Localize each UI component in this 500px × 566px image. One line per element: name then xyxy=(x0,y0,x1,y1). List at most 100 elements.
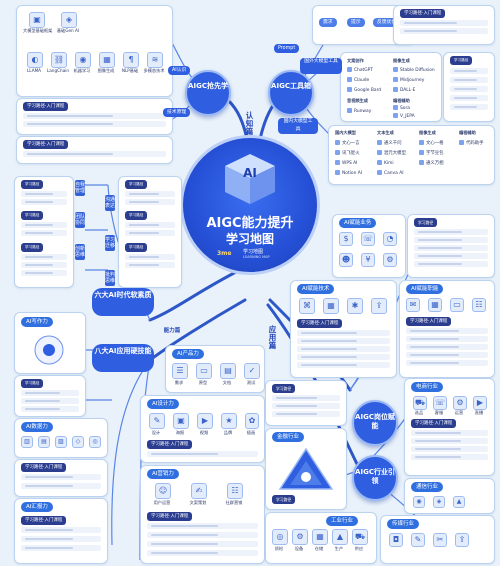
map-subtitle: 学习地图 xyxy=(225,232,274,246)
course-row[interactable] xyxy=(21,545,101,551)
tool-bard[interactable]: Google Bard xyxy=(347,87,381,94)
course-row[interactable] xyxy=(414,237,488,243)
course-row[interactable] xyxy=(147,523,258,529)
tool-sora[interactable]: Sora xyxy=(393,105,410,112)
eight-hard-skills-node[interactable]: 八大AI应用硬技能 xyxy=(92,344,154,372)
course-row[interactable] xyxy=(21,254,67,260)
course-row[interactable] xyxy=(414,261,488,267)
tool-mj[interactable]: Midjourney xyxy=(393,77,424,84)
course-row[interactable] xyxy=(23,151,166,157)
course-row[interactable] xyxy=(411,454,488,460)
course-row[interactable] xyxy=(297,330,390,336)
domestic-tool[interactable]: 通义万相 xyxy=(419,160,444,167)
course-row[interactable] xyxy=(21,527,101,533)
course-row[interactable] xyxy=(125,262,175,268)
flow-step[interactable]: 提示 xyxy=(347,18,365,27)
course-row[interactable] xyxy=(21,262,67,268)
aigc-pioneer-node[interactable]: AIGC抢先学 xyxy=(185,70,231,116)
course-row[interactable] xyxy=(125,191,175,197)
course-row[interactable] xyxy=(406,328,488,334)
course-row[interactable] xyxy=(125,254,175,260)
domestic-tool[interactable]: WPS AI xyxy=(335,160,357,167)
course-row[interactable] xyxy=(21,483,101,489)
course-row[interactable] xyxy=(21,398,79,404)
course-row[interactable] xyxy=(406,344,488,350)
course-row[interactable] xyxy=(147,532,258,538)
skill-title: AI营销力 xyxy=(147,469,179,479)
domestic-tool[interactable]: Notion AI xyxy=(335,170,362,177)
course-row[interactable] xyxy=(21,222,67,228)
course-row[interactable] xyxy=(297,338,390,344)
tool-dalle[interactable]: DALL·E xyxy=(393,87,415,94)
post-empower-node[interactable]: AIGC岗位赋能 xyxy=(352,400,398,446)
course-row[interactable] xyxy=(406,352,488,358)
course-row[interactable] xyxy=(21,536,101,542)
domestic-tool[interactable]: 讯飞星火 xyxy=(335,150,360,157)
course-row[interactable] xyxy=(450,104,488,110)
six-soft-skills-node[interactable]: 六大AI时代软素质 xyxy=(92,288,154,316)
soft-skill-tab[interactable]: 创新思维 xyxy=(75,244,86,260)
course-row[interactable] xyxy=(411,430,488,436)
course-row[interactable] xyxy=(23,113,166,119)
tool-chatgpt[interactable]: ChatGPT xyxy=(347,67,373,74)
course-row[interactable] xyxy=(21,406,79,412)
course-row[interactable] xyxy=(125,222,175,228)
course-row[interactable] xyxy=(21,230,67,236)
course-row[interactable] xyxy=(23,121,166,127)
calendar-icon: ▦ xyxy=(428,298,442,312)
course-row[interactable] xyxy=(450,77,488,83)
domestic-tool[interactable]: 代码助手 xyxy=(459,140,484,147)
course-row[interactable] xyxy=(21,474,101,480)
soft-skill-tab[interactable]: 学习迁移 xyxy=(105,235,116,251)
course-row[interactable] xyxy=(125,230,175,236)
course-row[interactable] xyxy=(147,541,258,547)
industry-guide-node[interactable]: AIGC行业引领 xyxy=(352,455,398,501)
domestic-tool[interactable]: 文心一格 xyxy=(419,140,444,147)
soft-skill-tab[interactable]: 团队协同 xyxy=(75,212,86,228)
course-row[interactable] xyxy=(411,446,488,452)
domestic-tool[interactable]: 字节豆包 xyxy=(419,150,444,157)
course-row[interactable] xyxy=(21,199,67,205)
tool-claude[interactable]: Claude xyxy=(347,77,369,84)
course-row[interactable] xyxy=(297,346,390,352)
course-row[interactable] xyxy=(414,253,488,259)
tool-sd[interactable]: Stable Diffusion xyxy=(393,67,435,74)
course-row[interactable] xyxy=(272,403,340,409)
course-row[interactable] xyxy=(400,20,488,26)
course-row[interactable] xyxy=(21,390,79,396)
course-row[interactable] xyxy=(406,360,488,366)
course-row[interactable] xyxy=(147,550,258,556)
course-row[interactable] xyxy=(414,229,488,235)
course-row[interactable] xyxy=(400,28,488,34)
soft-skill-tab[interactable]: 批判思维 xyxy=(105,270,116,286)
course-row[interactable] xyxy=(411,438,488,444)
course-row[interactable] xyxy=(272,411,340,417)
course-row[interactable] xyxy=(21,191,67,197)
course-row[interactable] xyxy=(297,354,390,360)
course-row[interactable] xyxy=(125,199,175,205)
tool-runway[interactable]: Runway xyxy=(347,108,371,115)
flow-step[interactable]: 需求 xyxy=(319,18,337,27)
tool-vjepa[interactable]: V_JEPA xyxy=(393,113,415,120)
course-row[interactable] xyxy=(147,451,258,457)
brand-learning-map: 学习地图 xyxy=(243,249,264,255)
course-row[interactable] xyxy=(450,68,488,74)
domestic-tool[interactable]: 通义千问 xyxy=(377,140,402,147)
soft-skill-tab[interactable]: 自我管理 xyxy=(75,180,86,196)
course-row[interactable] xyxy=(450,86,488,92)
course-header: 学习路径 xyxy=(21,243,44,252)
flow-step[interactable]: 反馈优化 xyxy=(373,18,401,27)
course-row[interactable] xyxy=(297,362,390,368)
domestic-tool[interactable]: 文心一言 xyxy=(335,140,360,147)
course-row[interactable] xyxy=(21,270,67,276)
course-row[interactable] xyxy=(406,336,488,342)
domestic-tool[interactable]: 混元大模型 xyxy=(377,150,406,157)
course-row[interactable] xyxy=(414,245,488,251)
course-row[interactable] xyxy=(272,395,340,401)
domestic-tool[interactable]: Kimi xyxy=(377,160,394,167)
aigc-tools-node[interactable]: AIGC工具箱 xyxy=(268,70,314,116)
skill-title: AI设计力 xyxy=(147,399,179,409)
course-row[interactable] xyxy=(450,95,488,101)
domestic-tool[interactable]: Canva AI xyxy=(377,170,404,177)
soft-skill-tab[interactable]: 沟通表达 xyxy=(105,195,116,211)
